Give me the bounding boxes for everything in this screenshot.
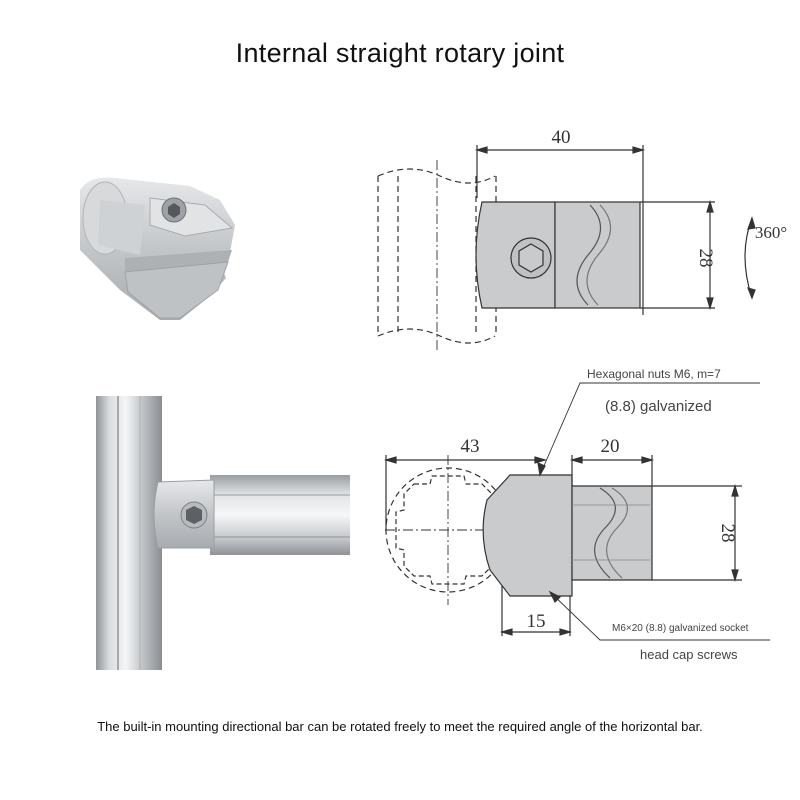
dim-left-label: 43	[461, 436, 480, 457]
dim-bottom-label: 15	[527, 611, 546, 632]
joint-product-photo	[80, 177, 235, 320]
nut-label: Hexagonal nuts M6, m=7	[587, 367, 721, 381]
nut-grade-label: (8.8) galvanized	[605, 398, 712, 415]
top-technical-drawing	[377, 145, 756, 352]
dim-width-label: 40	[552, 127, 571, 148]
page-title: Internal straight rotary joint	[235, 38, 565, 68]
dim-height-label: 28	[695, 249, 716, 268]
caption: The built-in mounting directional bar ca…	[97, 719, 703, 734]
installed-joint-photo	[96, 396, 350, 670]
dim-right-label: 20	[601, 436, 620, 457]
dim-height-bottom-label: 28	[717, 524, 738, 543]
bottom-technical-drawing	[383, 382, 770, 641]
screw-label-2: head cap screws	[640, 647, 738, 662]
rotation-label: 360°	[755, 223, 787, 242]
screw-label: M6×20 (8.8) galvanized socket	[612, 623, 749, 634]
